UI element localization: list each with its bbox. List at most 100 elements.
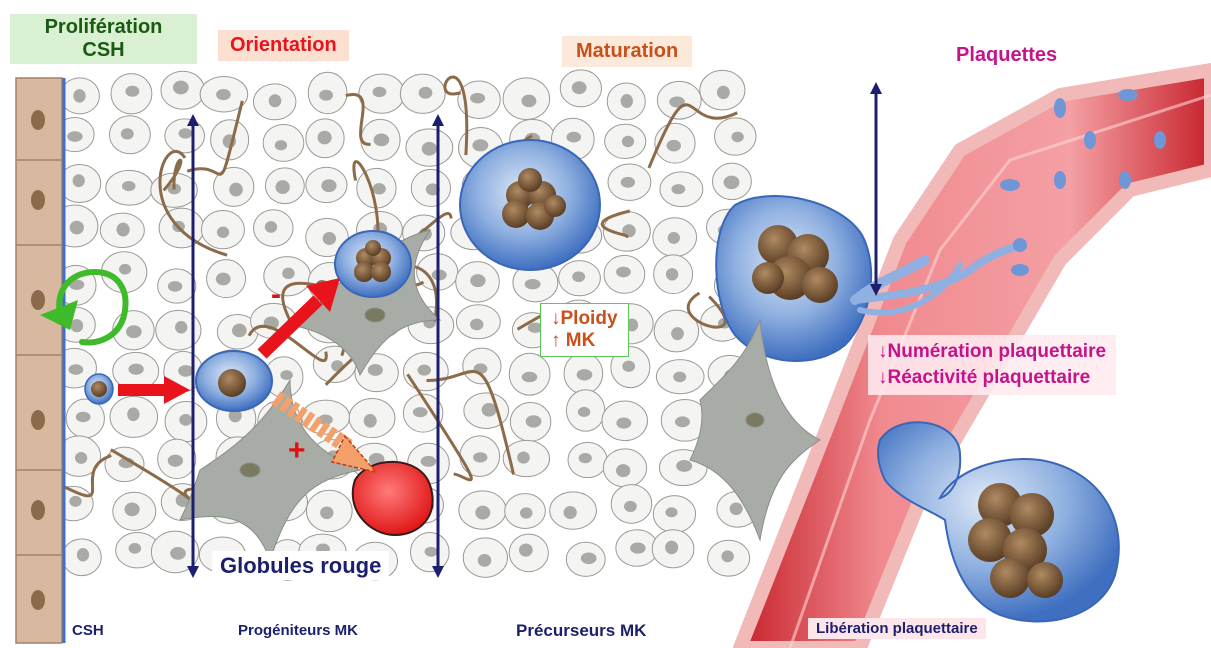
- marrow-cell-nucleus: [616, 464, 630, 477]
- proliferation-label: Prolifération CSH: [10, 14, 197, 64]
- marrow-cell-nucleus: [216, 273, 231, 286]
- marrow-cell-nucleus: [275, 180, 289, 194]
- marrow-cell-nucleus: [519, 543, 533, 556]
- mk-text: ↑ MK: [551, 330, 618, 352]
- maturing-megakaryocyte: [460, 140, 600, 270]
- maturation-label: Maturation: [562, 36, 692, 67]
- marrow-cell-nucleus: [616, 267, 631, 278]
- marrow-cell-nucleus: [676, 460, 692, 472]
- marrow-cell-nucleus: [473, 452, 487, 462]
- marrow-cell-nucleus: [168, 281, 182, 291]
- marrow-cell-nucleus: [579, 453, 592, 463]
- ploidy-box: ↓Ploidy ↑ MK: [540, 303, 629, 357]
- marrow-cell-nucleus: [116, 223, 129, 237]
- marrow-cell-nucleus: [425, 547, 438, 557]
- marrow-cell-nucleus: [470, 274, 485, 287]
- marrow-cell-nucleus: [470, 319, 483, 331]
- marrow-cell-nucleus: [75, 452, 87, 464]
- marrow-cell-nucleus: [566, 132, 581, 143]
- marrow-cell-nucleus: [318, 131, 332, 145]
- endosteal-wall: [16, 78, 64, 643]
- marrow-cell-nucleus: [472, 139, 488, 151]
- marrow-cell-nucleus: [126, 325, 142, 338]
- marrow-cell-nucleus: [128, 364, 143, 375]
- marrow-cell-nucleus: [229, 183, 243, 197]
- mk-precursor-cell: [335, 231, 411, 297]
- marrow-cell-nucleus: [671, 327, 684, 340]
- marrow-cell-nucleus: [624, 501, 637, 512]
- marrow-cell-nucleus: [522, 372, 538, 382]
- marrow-cell-nucleus: [419, 87, 433, 99]
- marrow-cell-nucleus: [68, 364, 83, 375]
- marrow-cell-nucleus: [475, 506, 490, 520]
- marrow-cell-nucleus: [374, 134, 390, 147]
- marrow-cell-nucleus: [73, 89, 85, 103]
- marrow-cell-nucleus: [717, 86, 730, 99]
- marrow-cell-nucleus: [630, 542, 646, 553]
- bottom-label-liberation: Libération plaquettaire: [808, 618, 986, 639]
- marrow-cell-nucleus: [265, 221, 277, 233]
- marrow-cell-nucleus: [77, 548, 89, 562]
- marrow-cell-nucleus: [621, 94, 633, 108]
- marrow-cell-nucleus: [122, 181, 136, 191]
- reactivite-text: ↓Réactivité plaquettaire: [878, 367, 1106, 389]
- marrow-cell-nucleus: [129, 543, 142, 554]
- marrow-cell-nucleus: [73, 174, 85, 187]
- marrow-cell-nucleus: [622, 361, 635, 372]
- mk-progenitor-cell: [196, 351, 272, 411]
- marrow-cell-nucleus: [478, 554, 491, 567]
- marrow-cell-nucleus: [127, 407, 139, 421]
- marrow-cell-nucleus: [572, 271, 585, 282]
- bottom-label-csh: CSH: [72, 622, 104, 639]
- marrow-cell-nucleus: [418, 365, 431, 376]
- marrow-cell-nucleus: [581, 553, 597, 565]
- marrow-cell-nucleus: [621, 177, 635, 188]
- plus-sign: +: [288, 434, 306, 468]
- marrow-cell-nucleus: [667, 140, 681, 152]
- marrow-cell-nucleus: [70, 221, 84, 235]
- marrow-cell-nucleus: [275, 140, 287, 150]
- marrow-cell-nucleus: [280, 370, 292, 380]
- marrow-cell-nucleus: [470, 93, 485, 104]
- numeration-text: ↓Numération plaquettaire: [878, 341, 1106, 363]
- marrow-cell-nucleus: [282, 268, 295, 279]
- marrow-cell-nucleus: [321, 179, 336, 192]
- marrow-cell-nucleus: [721, 550, 733, 562]
- marrow-cell-nucleus: [368, 364, 383, 376]
- marrow-cell-nucleus: [577, 369, 593, 380]
- marrow-cell-nucleus: [526, 415, 542, 427]
- marrow-cell-nucleus: [731, 132, 743, 143]
- marrow-cell-nucleus: [320, 507, 333, 520]
- red-blood-cell: [353, 462, 433, 535]
- marrow-cell-nucleus: [216, 89, 231, 100]
- orientation-label: Orientation: [218, 30, 349, 61]
- proliferation-label-line1: Prolifération: [16, 16, 191, 39]
- marrow-cell-nucleus: [170, 547, 186, 560]
- marrow-cell-nucleus: [668, 232, 680, 244]
- globules-rouge-label: Globules rouge: [212, 551, 389, 580]
- marrow-cell-nucleus: [421, 456, 437, 467]
- marrow-cell-nucleus: [67, 131, 82, 142]
- marrow-cell-nucleus: [622, 136, 634, 148]
- marrow-cell-nucleus: [319, 90, 333, 101]
- marrow-cell-nucleus: [422, 142, 437, 156]
- marrow-cell-nucleus: [217, 227, 229, 238]
- marrow-cell-nucleus: [125, 86, 139, 97]
- marrow-cell-nucleus: [364, 414, 377, 428]
- marrow-cell-nucleus: [517, 452, 530, 464]
- marrow-cell-nucleus: [373, 183, 386, 194]
- marrow-cell-nucleus: [125, 503, 140, 517]
- marrow-cell-nucleus: [179, 414, 192, 426]
- hsc-cell: [85, 374, 113, 404]
- marrow-cell-nucleus: [175, 321, 187, 334]
- bottom-label-progeniteurs: Progéniteurs MK: [238, 622, 358, 639]
- marrow-cell-nucleus: [616, 418, 631, 429]
- marrow-cell-nucleus: [69, 496, 81, 507]
- proliferation-label-line2: CSH: [16, 39, 191, 62]
- ploidy-text: ↓Ploidy: [551, 308, 618, 330]
- marrow-cell-nucleus: [119, 264, 131, 275]
- marrow-cell-nucleus: [572, 81, 587, 94]
- marrow-cell-nucleus: [76, 412, 91, 422]
- marrow-cell-nucleus: [179, 128, 193, 138]
- marrow-cell-nucleus: [373, 87, 387, 97]
